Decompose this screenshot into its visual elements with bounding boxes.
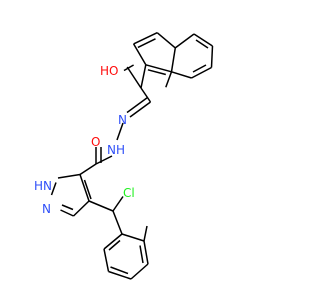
amide-nh-label: NH	[107, 143, 125, 157]
hydroxyl-group	[123, 64, 134, 72]
pyrazole-nitrogen-label: N	[42, 202, 51, 216]
chlorine-label: Cl	[123, 186, 135, 200]
molecule-canvas: HO N NH O HN N Cl	[34, 32, 214, 280]
imine-nitrogen-label: N	[118, 113, 127, 127]
imine-linker	[116, 87, 152, 141]
pyrazole-nh-label: HN	[34, 179, 52, 193]
amide-group	[79, 147, 113, 176]
naphthalene-left-ring	[126, 32, 177, 89]
structure-diagram: HO N NH O HN N Cl	[34, 32, 214, 280]
chlorophenyl-ring	[88, 196, 149, 280]
hydroxyl-label: HO	[100, 64, 118, 78]
pyrazole-ring	[50, 173, 92, 217]
carbonyl-oxygen-label: O	[91, 135, 100, 149]
naphthalene-right-ring	[171, 33, 214, 79]
